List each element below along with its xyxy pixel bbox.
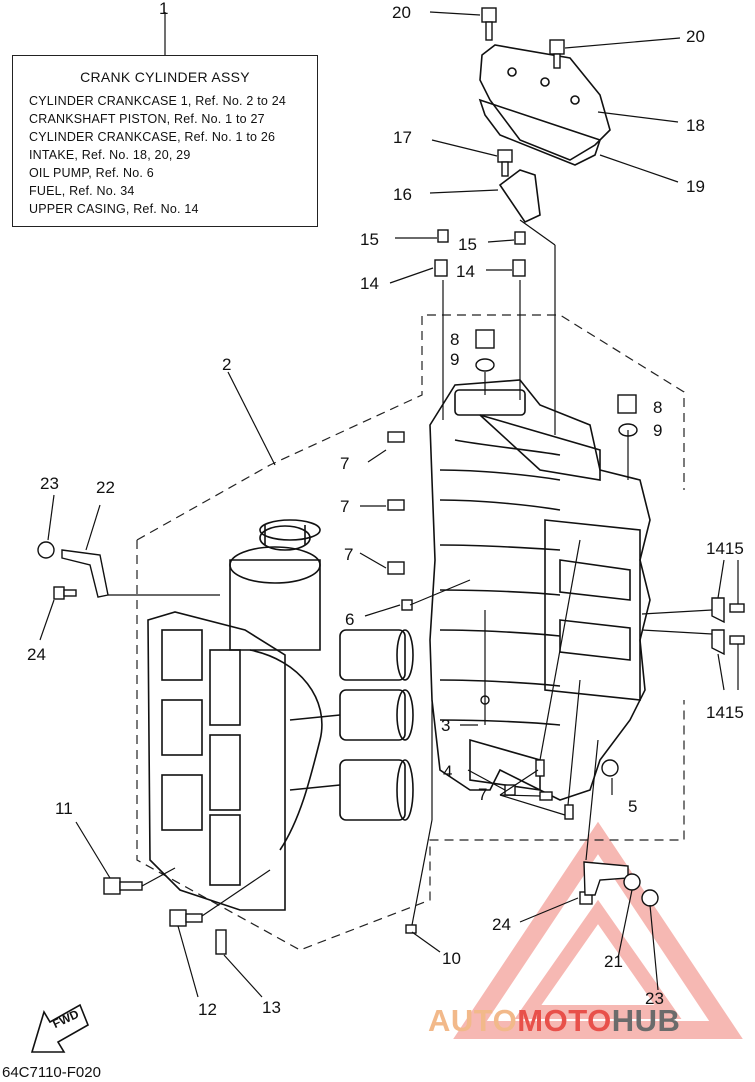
- callout-label: 8: [653, 398, 663, 417]
- callout-label: 23: [40, 474, 59, 493]
- callout-label: 5: [628, 797, 638, 816]
- watermark-triangle: [453, 821, 743, 1039]
- caption-title: CRANK CYLINDER ASSY: [80, 69, 250, 85]
- callout-label: 11: [55, 799, 73, 818]
- callout-label: 22: [96, 478, 115, 497]
- callout-label: 20: [686, 27, 705, 46]
- callout-label: 1415: [706, 703, 744, 722]
- callout-label: 14: [456, 262, 475, 281]
- callout-label: 3: [441, 716, 451, 735]
- callout-label: 7: [340, 454, 350, 473]
- fasteners: [37, 7, 745, 955]
- caption-line: CYLINDER CRANKCASE 1, Ref. No. 2 to 24: [29, 94, 286, 108]
- caption-line: OIL PUMP, Ref. No. 6: [29, 166, 154, 180]
- watermark-part: MOTO: [517, 1003, 612, 1038]
- callout-label: 17: [393, 128, 412, 147]
- caption-line: INTAKE, Ref. No. 18, 20, 29: [29, 148, 191, 162]
- callout-label: 1: [159, 0, 169, 18]
- intake-cover: [478, 44, 611, 224]
- callout-label: 7: [478, 785, 488, 804]
- caption-line: CYLINDER CRANKCASE, Ref. No. 1 to 26: [29, 130, 276, 144]
- cylinder-head-cover: [147, 519, 414, 911]
- watermark-logo: AUTOMOTOHUB: [428, 1003, 680, 1039]
- callout-label: 18: [686, 116, 705, 135]
- callout-label: 24: [492, 915, 511, 934]
- callout-label: 24: [27, 645, 46, 664]
- callout-label: 7: [344, 545, 354, 564]
- callout-label: 13: [262, 998, 281, 1017]
- callout-label: 2: [222, 355, 232, 374]
- callout-label: 19: [686, 177, 705, 196]
- callout-label: 15: [458, 235, 477, 254]
- callout-label: 1415: [706, 539, 744, 558]
- callout-label: 16: [393, 185, 412, 204]
- caption-line: FUEL, Ref. No. 34: [29, 184, 135, 198]
- callout-label: 20: [392, 3, 411, 22]
- assembly-caption-box: CRANK CYLINDER ASSY CYLINDER CRANKCASE 1…: [12, 55, 318, 227]
- watermark-part: HUB: [611, 1003, 681, 1038]
- callout-label: 7: [340, 497, 350, 516]
- callout-label: 9: [450, 350, 460, 369]
- callout-label: 12: [198, 1000, 217, 1019]
- caption-line: CRANKSHAFT PISTON, Ref. No. 1 to 27: [29, 112, 265, 126]
- callout-label: 23: [645, 989, 664, 1008]
- callout-label: 15: [360, 230, 379, 249]
- callout-label: 4: [443, 762, 453, 781]
- crankcase-block: [429, 379, 651, 801]
- callout-label: 6: [345, 610, 355, 629]
- watermark-part: AUTO: [428, 1003, 518, 1038]
- diagram-code: 64C7110-F020: [2, 1064, 101, 1081]
- callout-label: 9: [653, 421, 663, 440]
- callout-label: 10: [442, 949, 461, 968]
- callout-label: 21: [604, 952, 623, 971]
- callout-label: 14: [360, 274, 379, 293]
- caption-line: UPPER CASING, Ref. No. 14: [29, 202, 199, 216]
- forward-arrow-icon: [30, 1003, 90, 1053]
- callout-label: 8: [450, 330, 460, 349]
- leader-lines: [39, 11, 739, 998]
